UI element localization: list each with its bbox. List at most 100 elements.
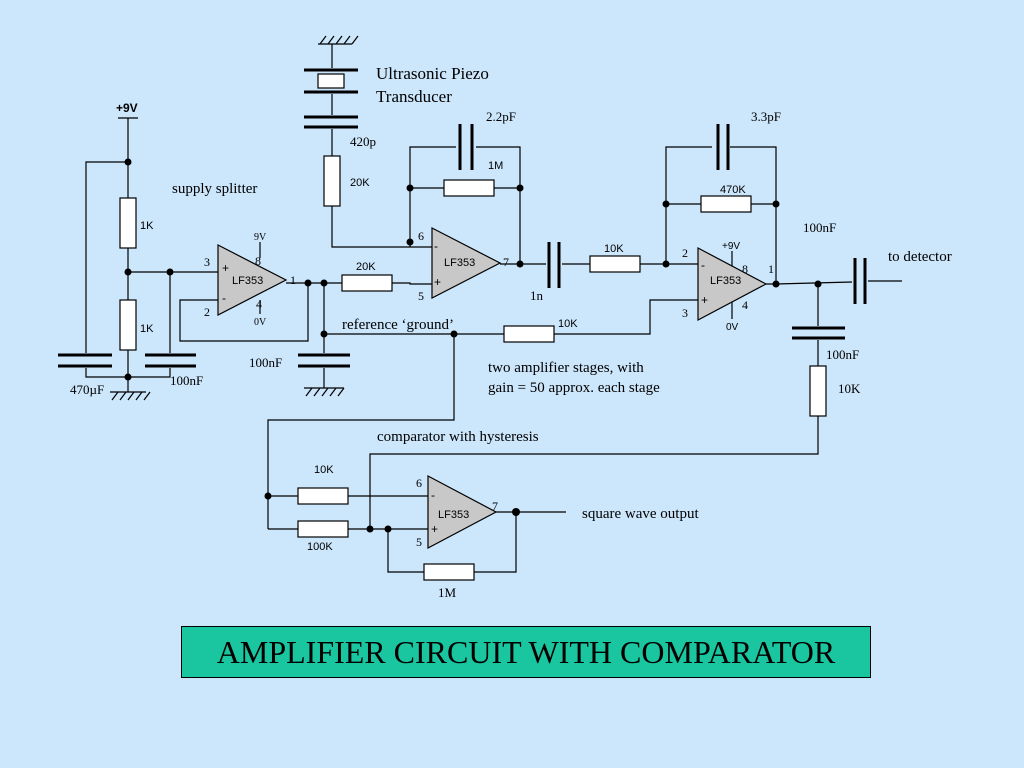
wire — [474, 512, 517, 573]
label-470k: 470K — [720, 184, 746, 196]
label-420p: 420p — [350, 134, 376, 149]
opamp-1-pin: 8 — [255, 254, 261, 268]
junction — [772, 200, 780, 208]
label-1n: 1n — [530, 288, 544, 303]
resistor-1m-fb1 — [443, 179, 495, 197]
supply-label: +9V — [116, 101, 138, 115]
ground-hatch — [319, 35, 359, 45]
wire — [409, 146, 456, 247]
comparator-label: comparator with hysteresis — [377, 429, 539, 445]
opamp-1-ground: 0V — [254, 317, 267, 328]
minus-sign: - — [431, 488, 435, 502]
junction — [772, 280, 780, 288]
opamp-3-pin: 3 — [682, 306, 688, 320]
opamp-1-pin: 1 — [290, 273, 296, 287]
opamp-3-ground: 0V — [726, 322, 739, 333]
opamp-3-pin: 4 — [742, 298, 748, 312]
opamp-4-pin: 7 — [492, 499, 498, 513]
junction — [516, 184, 524, 192]
page-title: AMPLIFIER CIRCUIT WITH COMPARATOR — [181, 626, 871, 678]
ground-hatch — [111, 391, 151, 401]
opamp-1-pin: 2 — [204, 305, 210, 319]
label-10k-det: 10K — [838, 381, 861, 396]
label-10k-ref: 10K — [558, 318, 578, 330]
label-10k-comp: 10K — [314, 464, 334, 476]
wire — [387, 529, 424, 573]
opamp-3-supply: +9V — [722, 241, 740, 252]
minus-sign: - — [434, 239, 438, 253]
label-100nf-out: 100nF — [803, 220, 836, 235]
resistor-470k — [700, 195, 752, 213]
resistor-100k-comp — [297, 520, 349, 538]
two-stages-label-2: gain = 50 approx. each stage — [488, 380, 660, 396]
wire — [476, 146, 521, 264]
minus-sign: - — [222, 291, 226, 305]
opamp-4-model: LF353 — [438, 509, 469, 521]
minus-sign: - — [701, 258, 705, 272]
label-100k-comp: 100K — [307, 541, 333, 553]
wire — [179, 283, 309, 342]
square-wave-label: square wave output — [582, 506, 699, 522]
transducer-crystal — [317, 73, 345, 89]
wire — [128, 368, 171, 378]
junction — [304, 279, 312, 287]
opamp-3-pin: 1 — [768, 262, 774, 276]
opamp-1-model: LF353 — [232, 275, 263, 287]
opamp-1 — [217, 244, 288, 316]
resistor-10k-det — [809, 365, 827, 417]
label-470uf: 470µF — [70, 382, 104, 397]
ground-hatch — [305, 387, 345, 397]
label-1k-top: 1K — [140, 220, 154, 232]
resistor-1m-comp — [423, 563, 475, 581]
wire — [392, 282, 432, 285]
two-stages-label-1: two amplifier stages, with — [488, 360, 644, 376]
resistor-20k-piezo — [323, 155, 341, 207]
wire — [267, 334, 455, 529]
opamp-1-pin: 3 — [204, 255, 210, 269]
opamp-2-pin: 5 — [418, 289, 424, 303]
opamp-1-pin: 4 — [256, 297, 262, 311]
transducer-label-2: Transducer — [376, 87, 452, 106]
opamp-2-pin: 6 — [418, 229, 424, 243]
supply-splitter-label: supply splitter — [172, 181, 257, 197]
wire — [665, 146, 712, 264]
opamp-4 — [427, 475, 498, 549]
wire — [85, 368, 128, 378]
label-100nf-split: 100nF — [170, 373, 203, 388]
resistor-1k-bottom — [119, 299, 137, 351]
reference-ground-label: reference ‘ground’ — [342, 317, 454, 333]
opamp-3-model: LF353 — [710, 275, 741, 287]
opamp-4-pin: 6 — [416, 476, 422, 490]
label-20k-piezo: 20K — [350, 177, 370, 189]
label-20k-in: 20K — [356, 261, 376, 273]
wire — [331, 206, 410, 248]
wire — [85, 161, 128, 353]
opamp-2 — [431, 227, 502, 299]
wire — [730, 146, 777, 284]
label-1k-bottom: 1K — [140, 323, 154, 335]
label-1m-fb1: 1M — [488, 160, 503, 172]
opamp-3-pin: 2 — [682, 246, 688, 260]
to-detector-label: to detector — [888, 249, 952, 265]
wire — [369, 416, 819, 529]
resistor-10k-ref — [503, 325, 555, 343]
wire — [554, 299, 698, 335]
label-2-2pf: 2.2pF — [486, 109, 516, 124]
plus-sign: + — [434, 275, 441, 289]
label-1m-comp: 1M — [438, 585, 457, 600]
resistor-10k-comp — [297, 487, 349, 505]
opamp-4-pin: 5 — [416, 535, 422, 549]
opamp-2-pin: 7 — [503, 255, 509, 269]
label-100nf-det: 100nF — [826, 347, 859, 362]
label-3-3pf: 3.3pF — [751, 109, 781, 124]
opamp-1-supply: 9V — [254, 232, 267, 243]
resistor-1k-top — [119, 197, 137, 249]
junction — [366, 525, 374, 533]
label-100nf-ref: 100nF — [249, 355, 282, 370]
resistor-10k-stage2 — [589, 255, 641, 273]
opamp-2-model: LF353 — [444, 257, 475, 269]
opamp-3-pin: 8 — [742, 262, 748, 276]
plus-sign: + — [701, 293, 708, 307]
plus-sign: + — [431, 522, 438, 536]
